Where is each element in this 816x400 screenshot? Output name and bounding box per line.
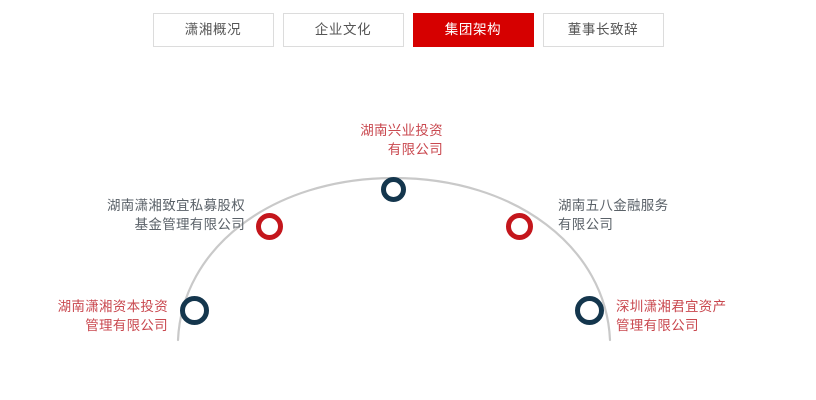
label-hunan-xiaoxiang-zhiyi-fund: 湖南潇湘致宜私募股权 基金管理有限公司: [10, 197, 245, 235]
tab-label: 企业文化: [314, 22, 372, 38]
tab-chairman-message[interactable]: 董事长致辞: [542, 13, 664, 47]
node-hunan-xingye-investment[interactable]: [381, 177, 406, 202]
label-line: 深圳潇湘君宜资产: [616, 299, 727, 315]
tab-xiaoxiang-overview[interactable]: 潇湘概况: [152, 13, 274, 47]
label-line: 基金管理有限公司: [134, 217, 245, 233]
label-line: 湖南五八金融服务: [558, 198, 669, 214]
node-shenzhen-xiaoxiang-junyi-asset[interactable]: [575, 296, 604, 325]
node-hunan-xiaoxiang-zhiyi-fund[interactable]: [256, 213, 283, 240]
label-line: 湖南潇湘致宜私募股权: [107, 198, 245, 214]
label-line: 有限公司: [387, 142, 443, 158]
tab-group-structure[interactable]: 集团架构: [412, 13, 534, 47]
tab-label: 董事长致辞: [567, 22, 639, 38]
label-line: 湖南潇湘资本投资: [57, 299, 168, 315]
node-hunan-xiaoxiang-capital[interactable]: [180, 296, 209, 325]
label-line: 管理有限公司: [616, 318, 699, 334]
label-line: 湖南兴业投资: [360, 123, 443, 139]
tab-label: 潇湘概况: [184, 22, 242, 38]
tab-corporate-culture[interactable]: 企业文化: [282, 13, 404, 47]
org-structure-diagram: 湖南兴业投资 有限公司 湖南潇湘致宜私募股权 基金管理有限公司 湖南五八金融服务…: [0, 60, 816, 400]
label-line: 管理有限公司: [85, 318, 168, 334]
label-line: 有限公司: [558, 217, 614, 233]
tab-label: 集团架构: [444, 22, 502, 38]
label-hunan-xiaoxiang-capital: 湖南潇湘资本投资 管理有限公司: [0, 298, 168, 336]
label-shenzhen-xiaoxiang-junyi-asset: 深圳潇湘君宜资产 管理有限公司: [616, 298, 806, 336]
node-hunan-wuba-financial-service[interactable]: [506, 213, 533, 240]
label-hunan-wuba-financial-service: 湖南五八金融服务 有限公司: [558, 197, 793, 235]
label-hunan-xingye-investment: 湖南兴业投资 有限公司: [258, 122, 443, 160]
tab-bar: 潇湘概况 企业文化 集团架构 董事长致辞: [0, 13, 816, 49]
